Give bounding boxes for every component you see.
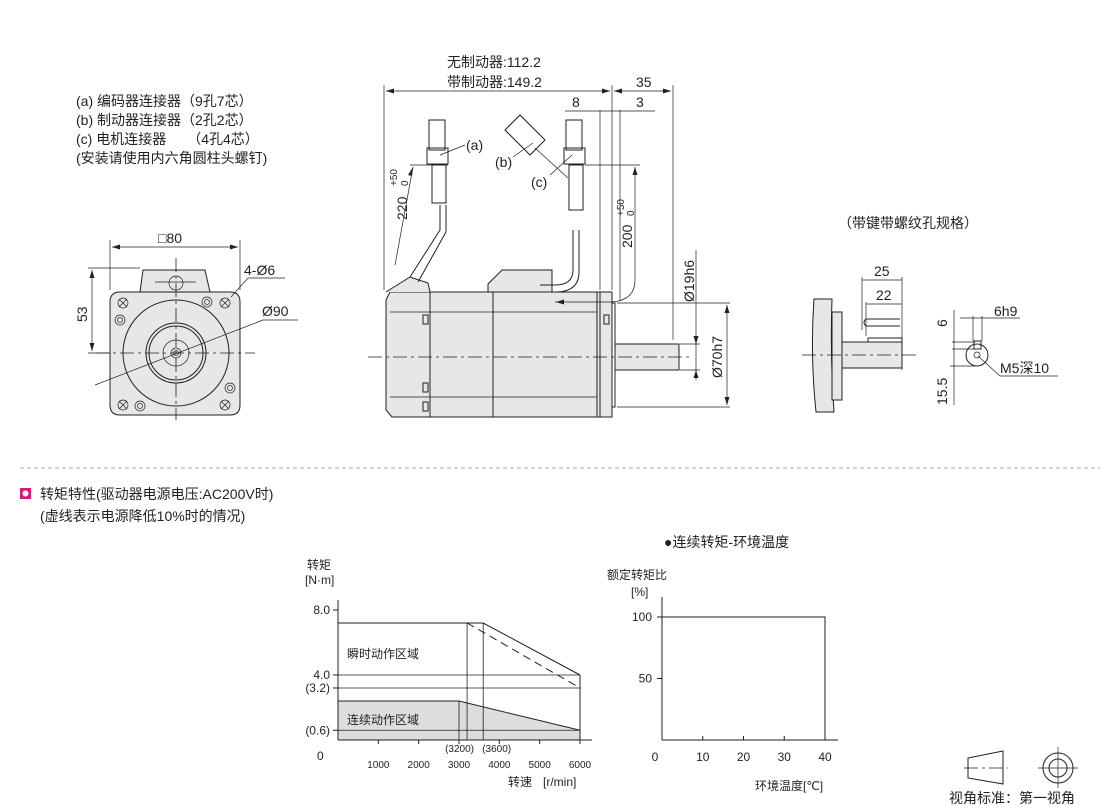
dim-shaft-dia: Ø19h6 xyxy=(681,260,697,302)
dim-holes: 4-Ø6 xyxy=(244,262,275,278)
key-spec-view: （带键带螺纹孔规格） 25 22 6 6h9 15.5 M5深10 xyxy=(802,215,1058,413)
mounting-holes xyxy=(114,296,236,412)
dim-53: 53 xyxy=(74,306,90,322)
region-peak-label: 瞬时动作区域 xyxy=(347,647,419,661)
dim-cable-c: 200 xyxy=(619,224,635,248)
x-tick-label: 5000 xyxy=(529,760,552,771)
dim-35: 35 xyxy=(636,74,652,90)
y-tick-label: 50 xyxy=(639,672,653,686)
dim-3: 3 xyxy=(636,94,644,110)
x-tick-label: 4000 xyxy=(488,760,511,771)
label-c: (c) xyxy=(531,174,547,190)
torque-speed-chart: 转矩 [N·m] 转速 [r/min] 0 瞬时动作区域 (3200) (3600… xyxy=(305,557,592,789)
speed-mark-label: (3200) xyxy=(445,744,474,755)
dim-pcd-90: Ø90 xyxy=(262,303,289,319)
x-tick-label: 0 xyxy=(652,750,659,764)
note-mounting: (安装请使用内六角圆柱头螺钉) xyxy=(76,150,268,166)
dim-22: 22 xyxy=(876,287,892,303)
y-tick-label: 100 xyxy=(632,610,652,624)
section-subtitle: (虚线表示电源降低10%时的情况) xyxy=(40,508,245,524)
x-tick-label: 2000 xyxy=(408,760,431,771)
chart2-y-label: 额定转矩比 xyxy=(607,567,667,582)
side-view: (a) (b) (c) 无制动器:112.2 带制动器:149.2 35 8 3… xyxy=(368,54,730,418)
front-view: □80 53 4-Ø6 Ø90 xyxy=(74,230,298,420)
peak-torque-reduced-line xyxy=(466,622,581,689)
origin-label: 0 xyxy=(317,749,324,763)
x-tick-label: 6000 xyxy=(569,760,592,771)
speed-mark-label: (3600) xyxy=(482,744,511,755)
x-axis-label: 转速 xyxy=(508,774,532,789)
chart2-x-label: 环境温度[℃] xyxy=(755,778,823,793)
y-tick-label: 8.0 xyxy=(313,603,330,617)
y-axis-unit: [N·m] xyxy=(305,573,334,587)
chart2-y-unit: [%] xyxy=(631,585,648,599)
note-connector-b: (b) 制动器连接器（2孔2芯） xyxy=(76,112,253,128)
y-tick-label: (3.2) xyxy=(305,681,330,695)
dim-8: 8 xyxy=(572,94,580,110)
y-tick-label: 4.0 xyxy=(313,668,330,682)
dim-cable-c-tol: +50 xyxy=(616,199,627,216)
x-tick-label: 1000 xyxy=(367,760,390,771)
dim-cable-a-tol-lower: 0 xyxy=(400,180,411,186)
x-tick-label: 3000 xyxy=(448,760,471,771)
key-spec-title: （带键带螺纹孔规格） xyxy=(838,215,978,231)
dim-cable-a: 220 xyxy=(394,196,410,220)
dim-square-80: □80 xyxy=(158,230,182,246)
label-a: (a) xyxy=(466,137,483,153)
dim-6: 6 xyxy=(934,319,950,327)
dim-cable-a-tol: +50 xyxy=(389,169,400,186)
dim-spigot-dia: Ø70h7 xyxy=(709,336,725,378)
connector-notes: (a) 编码器连接器（9孔7芯） (b) 制动器连接器（2孔2芯） (c) 电机… xyxy=(76,92,267,168)
x-tick-label: 20 xyxy=(737,750,751,764)
dim-15-5: 15.5 xyxy=(934,378,950,405)
projection-symbol: 视角标准：第一视角 xyxy=(949,747,1078,806)
section-title: 转矩特性(驱动器电源电压:AC200V时) xyxy=(40,486,273,502)
thread-spec: M5深10 xyxy=(1000,360,1049,376)
label-b: (b) xyxy=(495,154,512,170)
dim-length-brake: 带制动器:149.2 xyxy=(447,74,542,90)
temperature-chart: ●连续转矩-环境温度 额定转矩比 [%] 环境温度[℃] 100 50 0 10 20 3… xyxy=(607,534,838,793)
dim-key-width: 6h9 xyxy=(994,303,1018,319)
chart2-title: ●连续转矩-环境温度 xyxy=(664,534,789,550)
region-continuous-label: 连续动作区域 xyxy=(347,712,419,727)
y-axis-label: 转矩 xyxy=(307,557,331,572)
x-tick-label: 40 xyxy=(818,750,832,764)
dim-length-no-brake: 无制动器:112.2 xyxy=(447,54,541,70)
note-connector-c: (c) 电机连接器 （4孔4芯） xyxy=(76,131,259,147)
torque-ratio-line xyxy=(662,616,826,740)
projection-label: 视角标准：第一视角 xyxy=(949,790,1075,806)
x-axis-unit: [r/min] xyxy=(543,775,576,789)
dim-cable-c-tol-lower: 0 xyxy=(626,210,637,216)
note-connector-a: (a) 编码器连接器（9孔7芯） xyxy=(76,93,253,109)
x-tick-label: 10 xyxy=(696,750,710,764)
x-tick-label: 30 xyxy=(778,750,792,764)
y-tick-label: (0.6) xyxy=(305,723,330,737)
dim-25: 25 xyxy=(874,263,890,279)
